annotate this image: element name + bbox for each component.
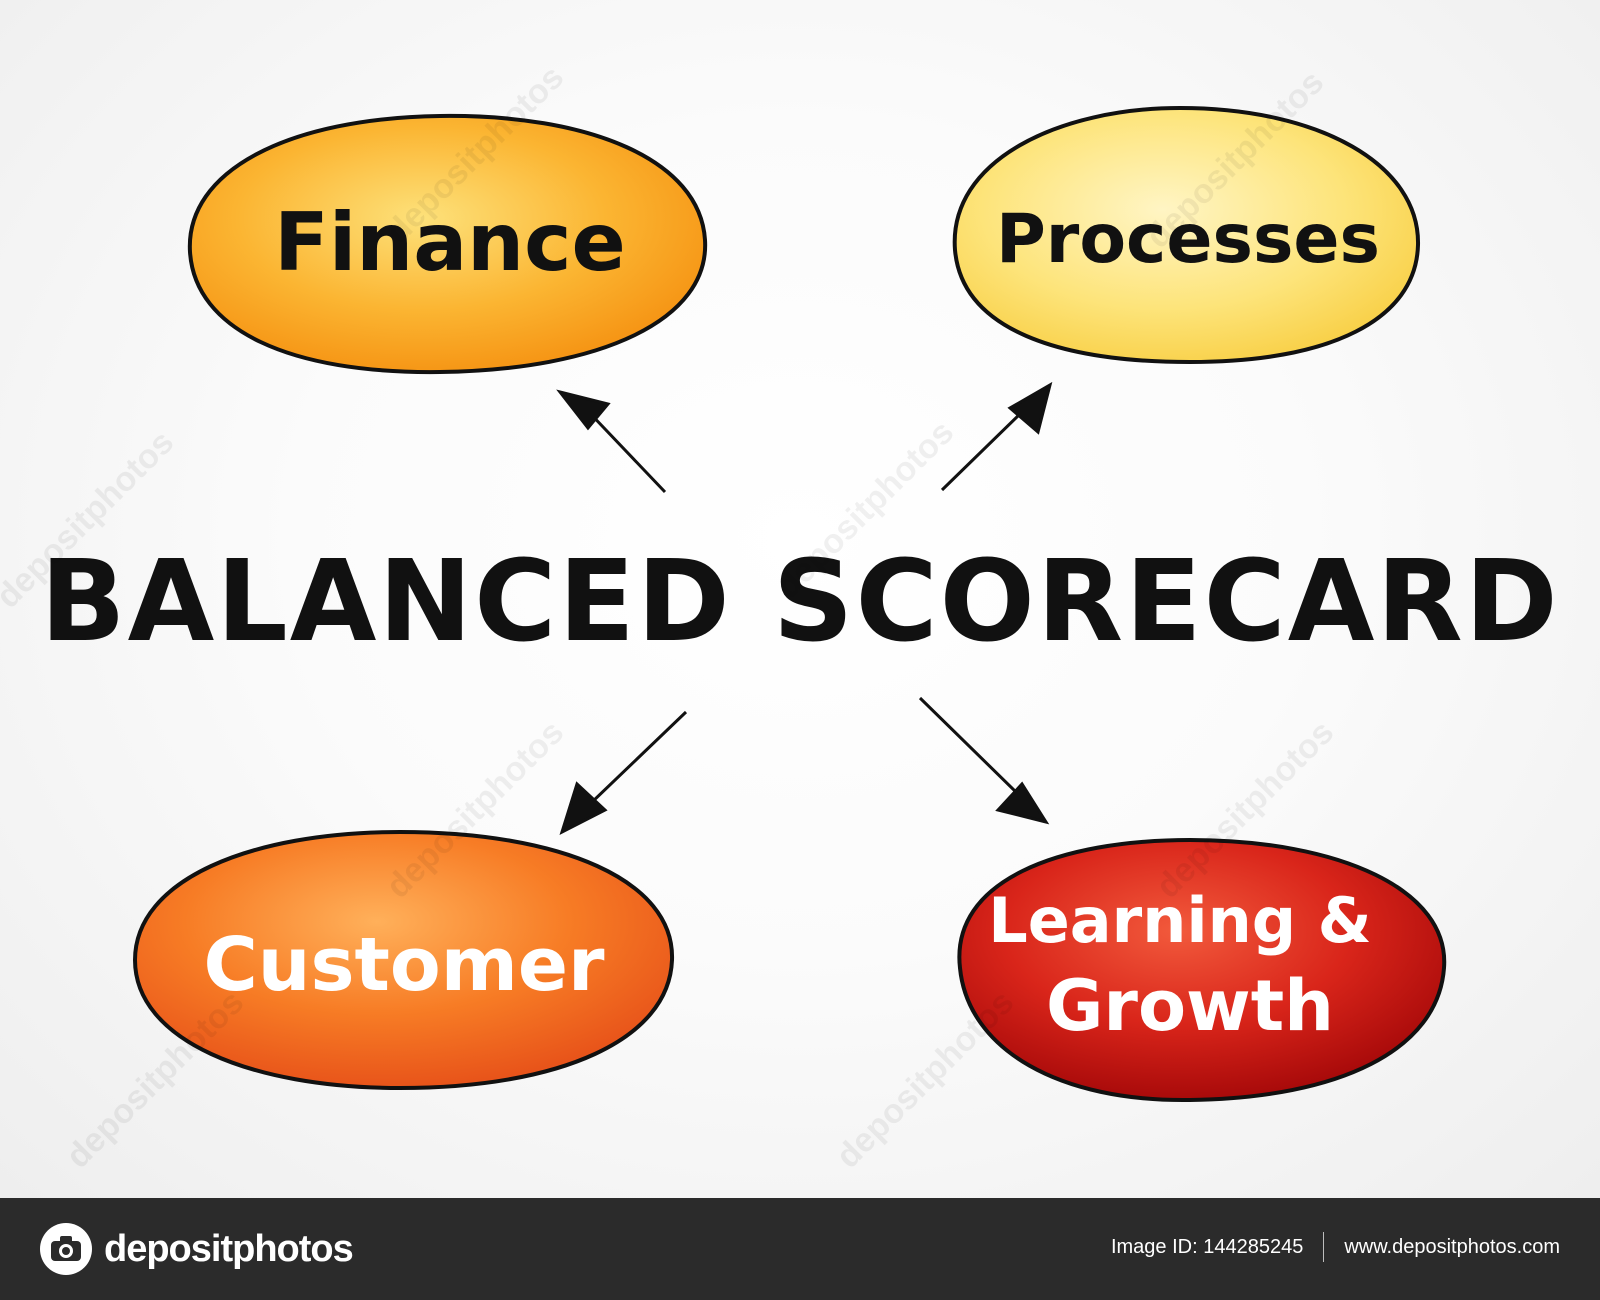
arrow-line-processes <box>940 410 1024 492</box>
processes-label: Processes <box>996 200 1380 279</box>
watermark-text: depositphotos <box>829 983 1021 1175</box>
mind-map: Finance Processes Customer Learning & Gr… <box>0 58 1559 1175</box>
learning-growth-label-line1: Learning & <box>988 884 1372 957</box>
customer-ellipse <box>132 829 675 1091</box>
arrow-line-customer <box>588 710 688 806</box>
learning-growth-ellipse <box>957 837 1447 1103</box>
brand-name: depositphotos <box>104 1227 354 1270</box>
arrow-line-finance <box>583 406 667 494</box>
edge-to-processes <box>940 381 1053 492</box>
arrowhead-learning-growth <box>995 781 1050 825</box>
arrow-line-learning-growth <box>918 696 1018 794</box>
diagram-canvas: Finance Processes Customer Learning & Gr… <box>0 0 1600 1198</box>
customer-label: Customer <box>203 922 605 1008</box>
arrowhead-processes <box>1007 381 1053 435</box>
node-finance: Finance <box>187 113 708 375</box>
finance-label: Finance <box>274 196 626 289</box>
center-title: BALANCED SCORECARD <box>40 537 1559 667</box>
processes-ellipse <box>952 105 1421 365</box>
footer-bar: depositphotos Image ID: 144285245 www.de… <box>0 1198 1600 1300</box>
edge-to-learning-growth <box>918 696 1050 825</box>
camera-logo-icon <box>38 1221 94 1277</box>
finance-ellipse <box>187 113 708 375</box>
arrowhead-finance <box>556 389 611 431</box>
node-customer: Customer <box>132 829 675 1091</box>
node-learning-growth: Learning & Growth <box>957 837 1447 1103</box>
learning-growth-label-line2: Growth <box>1046 965 1334 1047</box>
brand: depositphotos <box>38 1220 354 1278</box>
divider <box>1323 1232 1325 1262</box>
edge-to-customer <box>559 710 688 835</box>
edge-to-finance <box>556 389 667 494</box>
image-id: Image ID: 144285245 <box>1110 1235 1304 1258</box>
node-processes: Processes <box>952 105 1421 365</box>
arrowhead-customer <box>559 781 608 835</box>
image-meta: Image ID: 144285245 www.depositphotos.co… <box>1111 1232 1560 1262</box>
website-link[interactable]: www.depositphotos.com <box>1344 1235 1560 1258</box>
